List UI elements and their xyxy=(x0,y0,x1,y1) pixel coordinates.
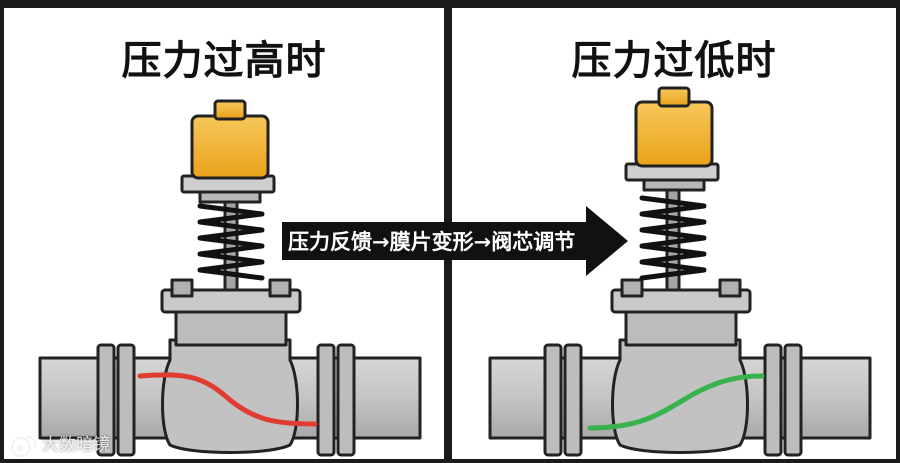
weibo-logo-icon xyxy=(11,436,37,457)
process-arrow xyxy=(282,206,628,276)
right-flow-line xyxy=(587,373,765,431)
left-flow-line xyxy=(137,372,318,427)
arrow-label: 压力反馈→膜片变形→阀芯调节 xyxy=(288,230,576,254)
right-valve-icon xyxy=(488,86,872,457)
watermark-text: 大数暗镜 xyxy=(42,435,110,455)
left-title: 压力过高时 xyxy=(121,38,327,84)
right-title: 压力过低时 xyxy=(571,38,777,84)
left-valve-icon xyxy=(38,99,422,457)
